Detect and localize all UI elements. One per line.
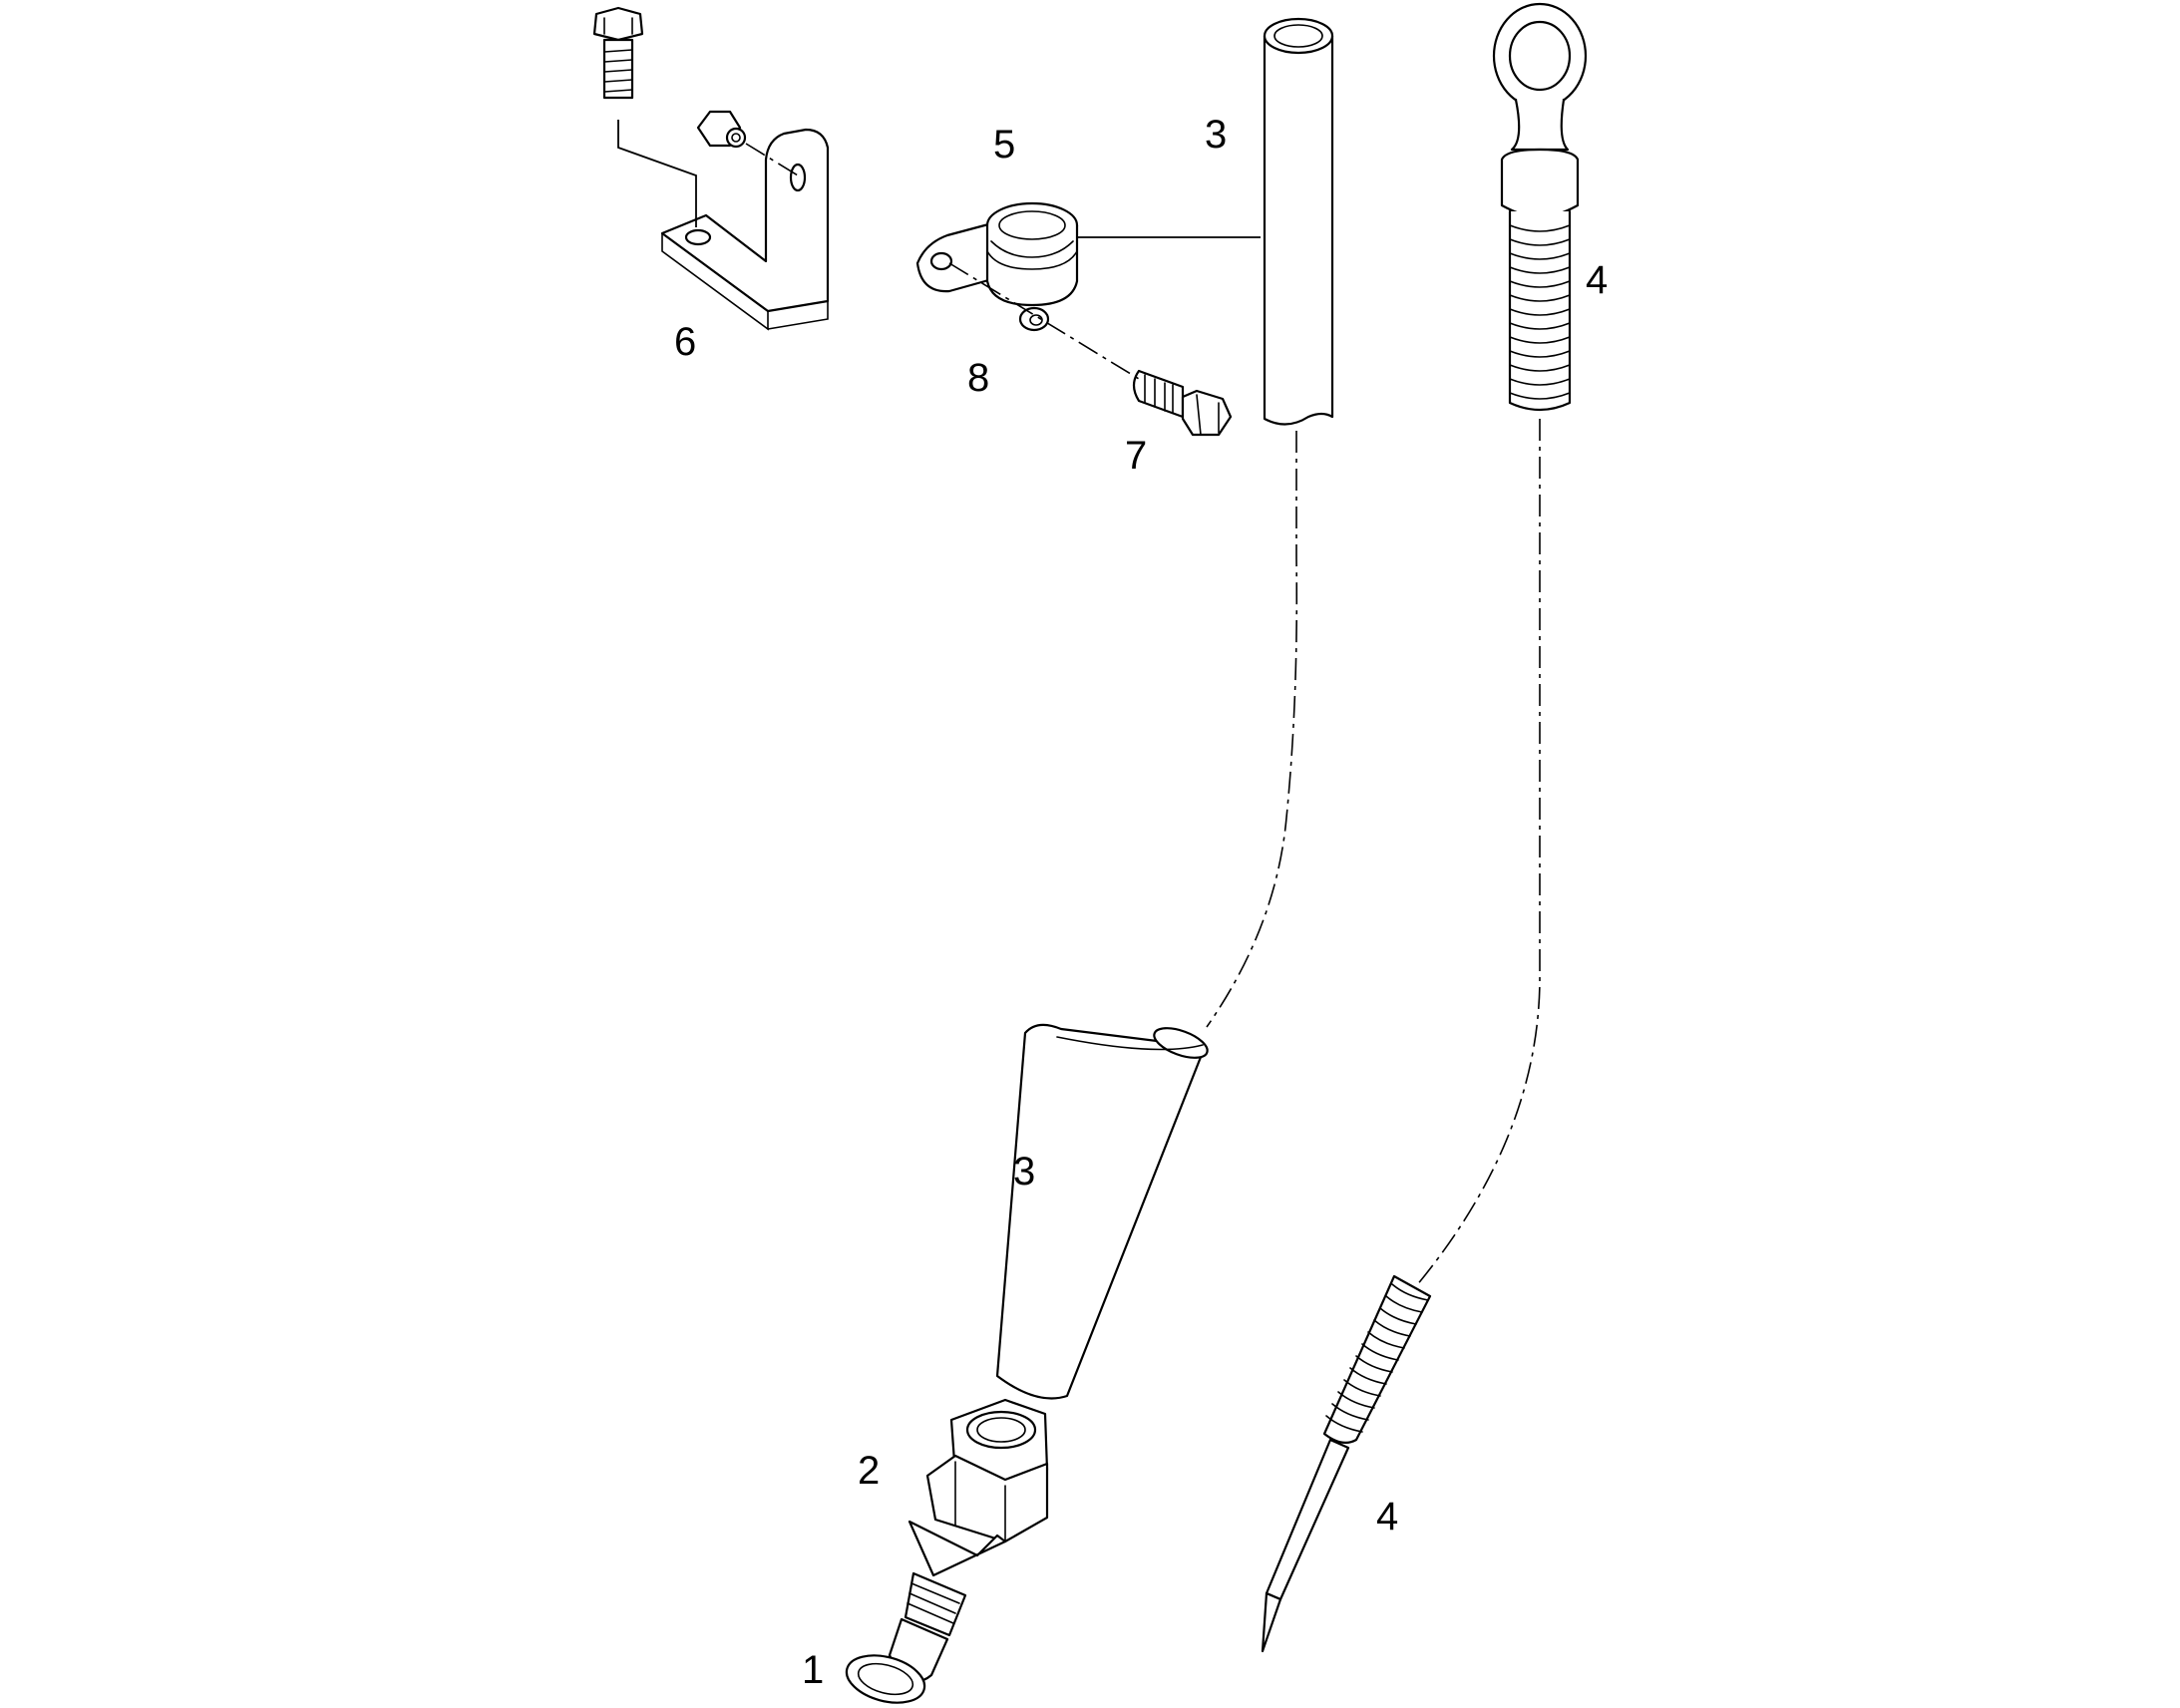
callout-5: 5 <box>993 123 1015 167</box>
clamp-screw <box>948 262 1233 437</box>
bracket-assembly <box>592 6 830 331</box>
callouts: 1 2 3 3 4 4 5 6 7 8 <box>674 113 1608 1692</box>
callout-2: 2 <box>858 1449 880 1493</box>
callout-3-upper: 3 <box>1205 113 1227 157</box>
dipstick-lower <box>1261 1274 1432 1653</box>
bracket <box>660 128 830 331</box>
callout-7: 7 <box>1125 434 1147 478</box>
callout-4-lower: 4 <box>1376 1495 1398 1538</box>
callout-4-upper: 4 <box>1586 258 1608 302</box>
guide-tube-lower <box>995 1023 1209 1400</box>
callout-6: 6 <box>674 320 696 364</box>
bracket-nut <box>696 110 747 149</box>
guide-tube-upper <box>1077 17 1334 1028</box>
callout-3-lower: 3 <box>1013 1150 1035 1194</box>
dipstick-upper <box>1415 2 1588 1287</box>
adapter-fitting <box>888 1398 1049 1683</box>
bracket-bolt <box>592 6 644 100</box>
seal-ring <box>845 1654 926 1704</box>
washer <box>1018 306 1050 332</box>
callout-1: 1 <box>802 1648 824 1692</box>
callout-8: 8 <box>967 356 989 400</box>
pipe-clamp <box>915 201 1079 307</box>
